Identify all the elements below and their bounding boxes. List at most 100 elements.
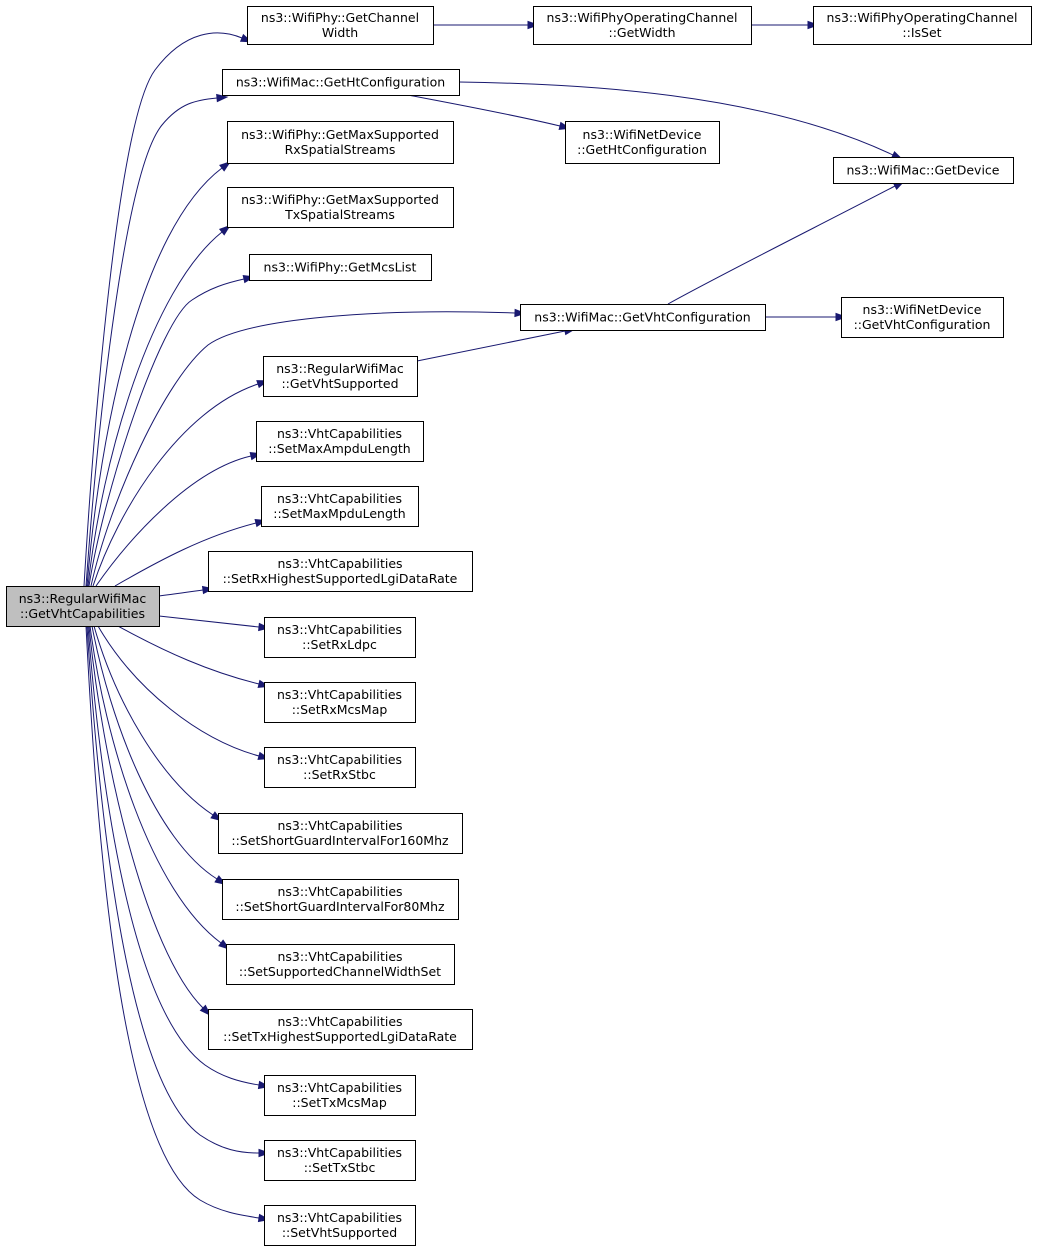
node-label: ns3::VhtCapabilities [277, 622, 402, 637]
edge-macGetVhtConfig-to-devGetVhtConfig [765, 312, 848, 322]
node-label: ::SetTxHighestSupportedLgiDataRate [223, 1029, 457, 1044]
node-setChWidthSet[interactable]: ns3::VhtCapabilities::SetSupportedChanne… [226, 944, 455, 985]
node-label: ns3::VhtCapabilities [277, 1080, 402, 1095]
node-box [565, 121, 720, 164]
node-getVhtSupported[interactable]: ns3::RegularWifiMac::GetVhtSupported [263, 356, 418, 397]
node-label: ns3::WifiPhy::GetChannel [261, 10, 419, 25]
node-devGetVhtConfig[interactable]: ns3::WifiNetDevice::GetVhtConfiguration [841, 297, 1004, 338]
node-getMcsList[interactable]: ns3::WifiPhy::GetMcsList [249, 254, 432, 281]
edge-getChannelWidth-to-opGetWidth [433, 20, 540, 30]
node-macGetDevice[interactable]: ns3::WifiMac::GetDevice [833, 157, 1014, 184]
node-label: ::SetShortGuardIntervalFor160Mhz [231, 833, 449, 848]
edge-opGetWidth-to-opIsSet [751, 20, 820, 30]
node-box [264, 1140, 416, 1181]
edge-line [90, 311, 516, 587]
edge-line [88, 625, 204, 1009]
edge-root-to-setSgi160 [93, 625, 223, 822]
node-setTxStbc[interactable]: ns3::VhtCapabilities::SetTxStbc [264, 1140, 416, 1181]
node-label: ::SetRxLdpc [302, 637, 377, 652]
node-setMaxMpdu[interactable]: ns3::VhtCapabilities::SetMaxMpduLength [261, 486, 419, 527]
node-label: ns3::VhtCapabilities [277, 752, 402, 767]
node-box [833, 157, 1014, 184]
node-label: ::SetRxMcsMap [292, 702, 388, 717]
edge-line [88, 278, 245, 587]
node-maxTxStreams[interactable]: ns3::WifiPhy::GetMaxSupportedTxSpatialSt… [227, 187, 454, 228]
edge-line [158, 589, 204, 597]
node-box [264, 1075, 416, 1116]
arrowhead [199, 1004, 212, 1017]
node-setMaxAmpdu[interactable]: ns3::VhtCapabilities::SetMaxAmpduLength [256, 421, 424, 462]
node-maxRxStreams[interactable]: ns3::WifiPhy::GetMaxSupportedRxSpatialSt… [227, 121, 454, 164]
node-setRxStbc[interactable]: ns3::VhtCapabilities::SetRxStbc [264, 747, 416, 788]
node-box [247, 6, 434, 45]
edge-root-to-setRxMcsMap [117, 625, 271, 688]
edge-root-to-maxRxStreams [86, 161, 232, 587]
node-label: ns3::VhtCapabilities [277, 949, 402, 964]
edge-line [667, 185, 896, 305]
node-label: ::SetVhtSupported [282, 1225, 397, 1240]
node-setSgi160[interactable]: ns3::VhtCapabilities::SetShortGuardInter… [218, 813, 463, 854]
node-box [249, 254, 432, 281]
edge-line [93, 625, 214, 816]
node-macGetVhtConfig[interactable]: ns3::WifiMac::GetVhtConfiguration [520, 304, 766, 331]
node-label: ns3::WifiMac::GetDevice [846, 163, 999, 178]
node-label: ::GetHtConfiguration [577, 142, 707, 157]
node-box [227, 187, 454, 228]
edge-getVhtSupported-to-macGetVhtConfig [416, 326, 577, 362]
node-setVhtSupported[interactable]: ns3::VhtCapabilities::SetVhtSupported [264, 1205, 416, 1246]
node-label: ::SetTxMcsMap [292, 1095, 387, 1110]
node-setRxLdpc[interactable]: ns3::VhtCapabilities::SetRxLdpc [264, 617, 416, 658]
node-label: ns3::WifiPhy::GetMcsList [264, 260, 417, 275]
node-setRxHighest[interactable]: ns3::VhtCapabilities::SetRxHighestSuppor… [208, 551, 473, 592]
node-box [813, 6, 1032, 45]
node-label: ::SetMaxAmpduLength [268, 441, 410, 456]
edge-line [117, 625, 260, 685]
edge-root-to-getMcsList [88, 275, 256, 587]
node-box [208, 551, 473, 592]
node-setSgi80[interactable]: ns3::VhtCapabilities::SetShortGuardInter… [222, 879, 459, 920]
node-label: RxSpatialStreams [285, 142, 396, 157]
node-opIsSet[interactable]: ns3::WifiPhyOperatingChannel::IsSet [813, 6, 1032, 45]
node-label: ns3::WifiNetDevice [583, 127, 702, 142]
node-label: ns3::VhtCapabilities [277, 491, 402, 506]
node-box [264, 1205, 416, 1246]
edge-line [97, 625, 260, 757]
node-box [264, 682, 416, 723]
node-box [263, 356, 418, 397]
node-label: ::SetRxHighestSupportedLgiDataRate [223, 571, 458, 586]
node-label: ns3::VhtCapabilities [277, 1014, 402, 1029]
edge-root-to-setRxHighest [158, 585, 215, 597]
edge-root-to-macGetHtConfig [85, 93, 229, 587]
node-label: ns3::VhtCapabilities [277, 818, 402, 833]
node-label: ns3::WifiMac::GetVhtConfiguration [534, 310, 750, 325]
node-setTxHighest[interactable]: ns3::VhtCapabilities::SetTxHighestSuppor… [208, 1009, 473, 1050]
node-devGetHtConfig[interactable]: ns3::WifiNetDevice::GetHtConfiguration [565, 121, 720, 164]
node-root[interactable]: ns3::RegularWifiMac::GetVhtCapabilities [6, 586, 160, 627]
node-box [264, 617, 416, 658]
node-setTxMcsMap[interactable]: ns3::VhtCapabilities::SetTxMcsMap [264, 1075, 416, 1116]
edge-line [458, 81, 894, 156]
edge-line [85, 625, 260, 1219]
node-box [520, 304, 766, 331]
node-setRxMcsMap[interactable]: ns3::VhtCapabilities::SetRxMcsMap [264, 682, 416, 723]
edge-root-to-setVhtSupported [85, 625, 271, 1223]
edge-line [158, 615, 260, 628]
node-label: ns3::WifiPhyOperatingChannel [827, 10, 1018, 25]
edge-line [83, 32, 243, 587]
node-label: ns3::VhtCapabilities [277, 884, 402, 899]
node-opGetWidth[interactable]: ns3::WifiPhyOperatingChannel::GetWidth [533, 6, 752, 45]
edge-root-to-setRxLdpc [158, 615, 271, 632]
node-label: ::GetVhtCapabilities [20, 606, 145, 621]
node-label: ns3::WifiPhy::GetMaxSupported [241, 127, 439, 142]
edge-root-to-setTxHighest [88, 625, 212, 1017]
node-label: ns3::VhtCapabilities [277, 1145, 402, 1160]
node-box [227, 121, 454, 164]
node-box [261, 486, 419, 527]
node-label: ::IsSet [902, 25, 941, 40]
edge-line [89, 625, 222, 944]
node-macGetHtConfig[interactable]: ns3::WifiMac::GetHtConfiguration [222, 69, 460, 96]
node-label: ns3::WifiPhyOperatingChannel [547, 10, 738, 25]
node-label: ::GetVhtConfiguration [854, 317, 991, 332]
node-box [226, 944, 455, 985]
